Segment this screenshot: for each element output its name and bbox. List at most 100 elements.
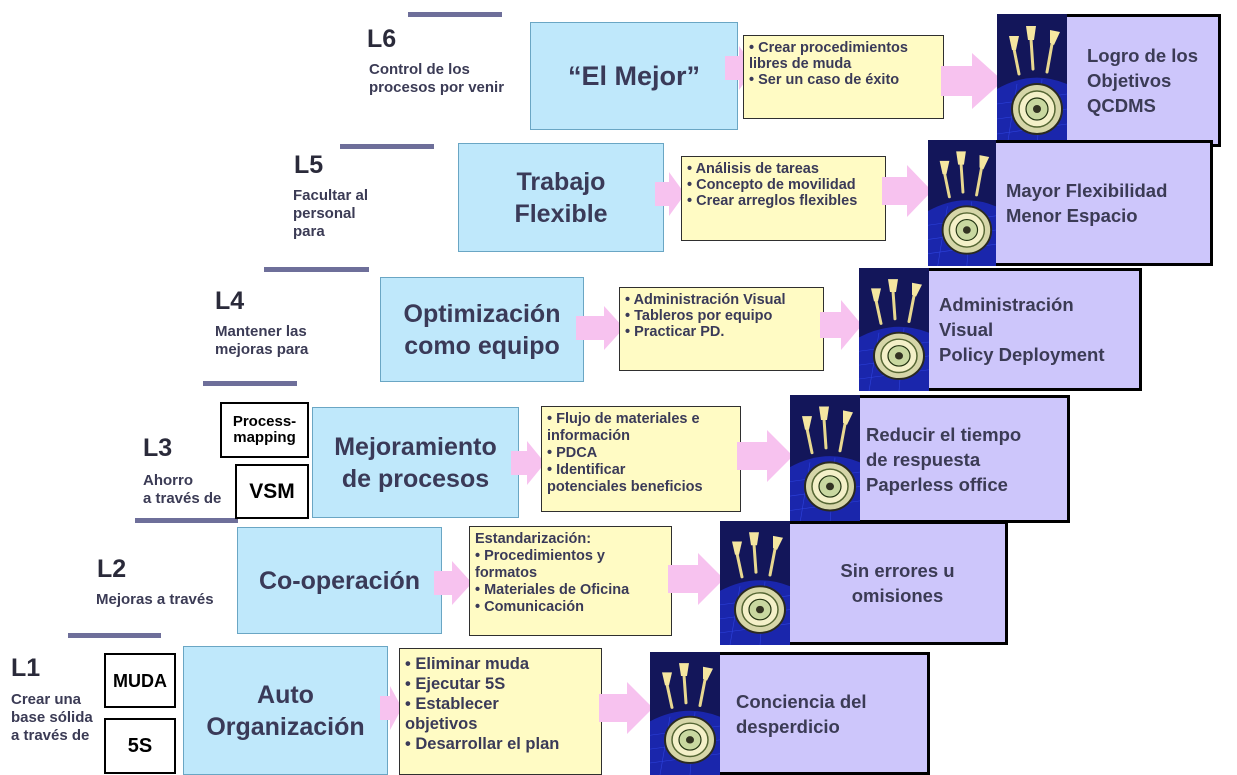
main-box: “El Mejor” xyxy=(530,22,738,130)
pink-block-arrow-icon xyxy=(599,682,653,734)
level-description: Crear una base sólida a través de xyxy=(11,691,93,745)
goal-line: Policy Deployment xyxy=(939,344,1105,365)
level-description-line: Ahorro xyxy=(143,472,193,489)
main-box: Optimización como equipo xyxy=(380,277,584,382)
goal-line: omisiones xyxy=(851,585,944,606)
goal-line: de respuesta xyxy=(866,448,981,470)
pink-block-arrow-icon xyxy=(820,300,862,350)
main-box-line: Mejoramiento xyxy=(334,432,497,461)
goal-line: Administración xyxy=(939,294,1074,315)
action-line: • Desarrollar el plan xyxy=(405,735,560,753)
action-line: Estandarización: xyxy=(475,531,592,547)
level-number: L3 xyxy=(143,434,173,462)
main-box-line: Optimización xyxy=(403,299,561,328)
goal-line: Logro de los xyxy=(1087,45,1198,66)
action-line: información xyxy=(547,428,630,444)
level-description-line: para xyxy=(293,223,325,240)
step-bar xyxy=(203,381,297,386)
action-box: Estandarización: • Procedimientos y form… xyxy=(469,526,672,636)
main-box-line: “El Mejor” xyxy=(567,60,701,91)
process-mapping-tag: Process-mapping xyxy=(220,402,309,458)
level-number: L1 xyxy=(11,654,41,682)
action-line: libres de muda xyxy=(749,56,852,72)
level-description-line: Mantener las xyxy=(215,323,307,340)
goal-line: Conciencia del xyxy=(736,690,867,712)
action-line: • PDCA xyxy=(547,445,598,461)
action-line: • Comunicación xyxy=(475,599,585,615)
vsm-tag: VSM xyxy=(235,464,309,519)
dartboard-with-darts-icon xyxy=(650,652,720,775)
level-number: L2 xyxy=(97,555,127,583)
level-description: Control de los procesos por venir xyxy=(369,61,504,97)
action-box: • Administración Visual • Tableros por e… xyxy=(619,287,824,371)
goal-line: Visual xyxy=(939,319,994,340)
action-box: • Eliminar muda • Ejecutar 5S • Establec… xyxy=(399,648,602,775)
level-description-line: Mejoras a través xyxy=(96,591,214,608)
action-line: • Concepto de movilidad xyxy=(687,177,856,193)
goal-line: Sin errores u xyxy=(840,560,955,581)
action-line: • Ser un caso de éxito xyxy=(749,72,900,88)
action-line: • Practicar PD. xyxy=(625,324,725,340)
action-line: • Procedimientos y xyxy=(475,548,605,564)
step-bar xyxy=(264,267,369,272)
level-description-line: Facultar al xyxy=(293,187,369,204)
level-description-line: a través de xyxy=(11,727,90,744)
step-bar xyxy=(135,518,238,523)
action-line: • Análisis de tareas xyxy=(687,161,819,177)
action-line: • Administración Visual xyxy=(625,292,786,308)
main-box-line: Organización xyxy=(206,712,365,741)
level-description: Ahorro a través de xyxy=(143,472,221,508)
goal-box: Sin errores u omisiones xyxy=(790,521,1008,645)
goal-box: Reducir el tiempo de respuesta Paperless… xyxy=(860,395,1070,523)
goal-line: Objetivos xyxy=(1087,70,1172,91)
level-description-line: Control de los xyxy=(369,61,470,78)
level-description-line: a través de xyxy=(143,490,222,507)
level-number: L4 xyxy=(215,287,245,315)
goal-box: Conciencia del desperdicio xyxy=(720,652,930,775)
dartboard-with-darts-icon xyxy=(790,395,860,523)
action-line: potenciales beneficios xyxy=(547,479,703,495)
level-description: Mantener las mejoras para xyxy=(215,323,308,359)
action-line: • Crear arreglos flexibles xyxy=(687,193,858,209)
goal-line: Mayor Flexibilidad xyxy=(1006,180,1168,201)
action-line: • Eliminar muda xyxy=(405,655,530,673)
dartboard-with-darts-icon xyxy=(859,268,929,391)
main-box-line: Trabajo xyxy=(516,167,606,196)
action-line: • Flujo de materiales e xyxy=(547,411,700,427)
dartboard-with-darts-icon xyxy=(928,140,996,266)
pink-block-arrow-icon xyxy=(576,306,624,350)
pink-block-arrow-icon xyxy=(882,165,932,217)
dartboard-with-darts-icon xyxy=(720,521,790,645)
main-box: Trabajo Flexible xyxy=(458,143,664,252)
action-box: • Análisis de tareas • Concepto de movil… xyxy=(681,156,886,241)
pink-block-arrow-icon xyxy=(725,46,755,90)
level-number: L6 xyxy=(367,25,397,53)
pink-block-arrow-icon xyxy=(380,686,402,730)
step-bar xyxy=(408,12,502,17)
goal-line: desperdicio xyxy=(736,715,840,737)
pink-block-arrow-icon xyxy=(434,561,472,605)
action-line: • Identificar xyxy=(547,462,626,478)
main-box-line: como equipo xyxy=(404,331,560,360)
level-description-line: mejoras para xyxy=(215,341,309,358)
level-description: Mejoras a través xyxy=(96,591,214,609)
step-bar xyxy=(68,633,161,638)
action-line: • Ejecutar 5S xyxy=(405,675,506,693)
level-description-line: personal xyxy=(293,205,356,222)
goal-line: QCDMS xyxy=(1087,95,1156,116)
action-box: • Crear procedimientos libres de muda • … xyxy=(743,35,944,119)
action-line: • Materiales de Oficina xyxy=(475,582,630,598)
action-line: objetivos xyxy=(405,715,478,733)
goal-box: Mayor Flexibilidad Menor Espacio xyxy=(996,140,1213,266)
muda-tag: MUDA xyxy=(104,653,176,708)
main-box-line: Flexible xyxy=(514,199,608,228)
level-description-line: Crear una xyxy=(11,691,82,708)
main-box: Co-operación xyxy=(237,527,442,634)
level-description-line: base sólida xyxy=(11,709,93,726)
main-box: Mejoramiento de procesos xyxy=(312,407,519,518)
main-box-line: Auto xyxy=(257,680,314,709)
step-bar xyxy=(340,144,434,149)
main-box-line: Co-operación xyxy=(258,566,421,595)
action-box: • Flujo de materiales e información • PD… xyxy=(541,406,741,512)
goal-line: Paperless office xyxy=(866,473,1008,495)
